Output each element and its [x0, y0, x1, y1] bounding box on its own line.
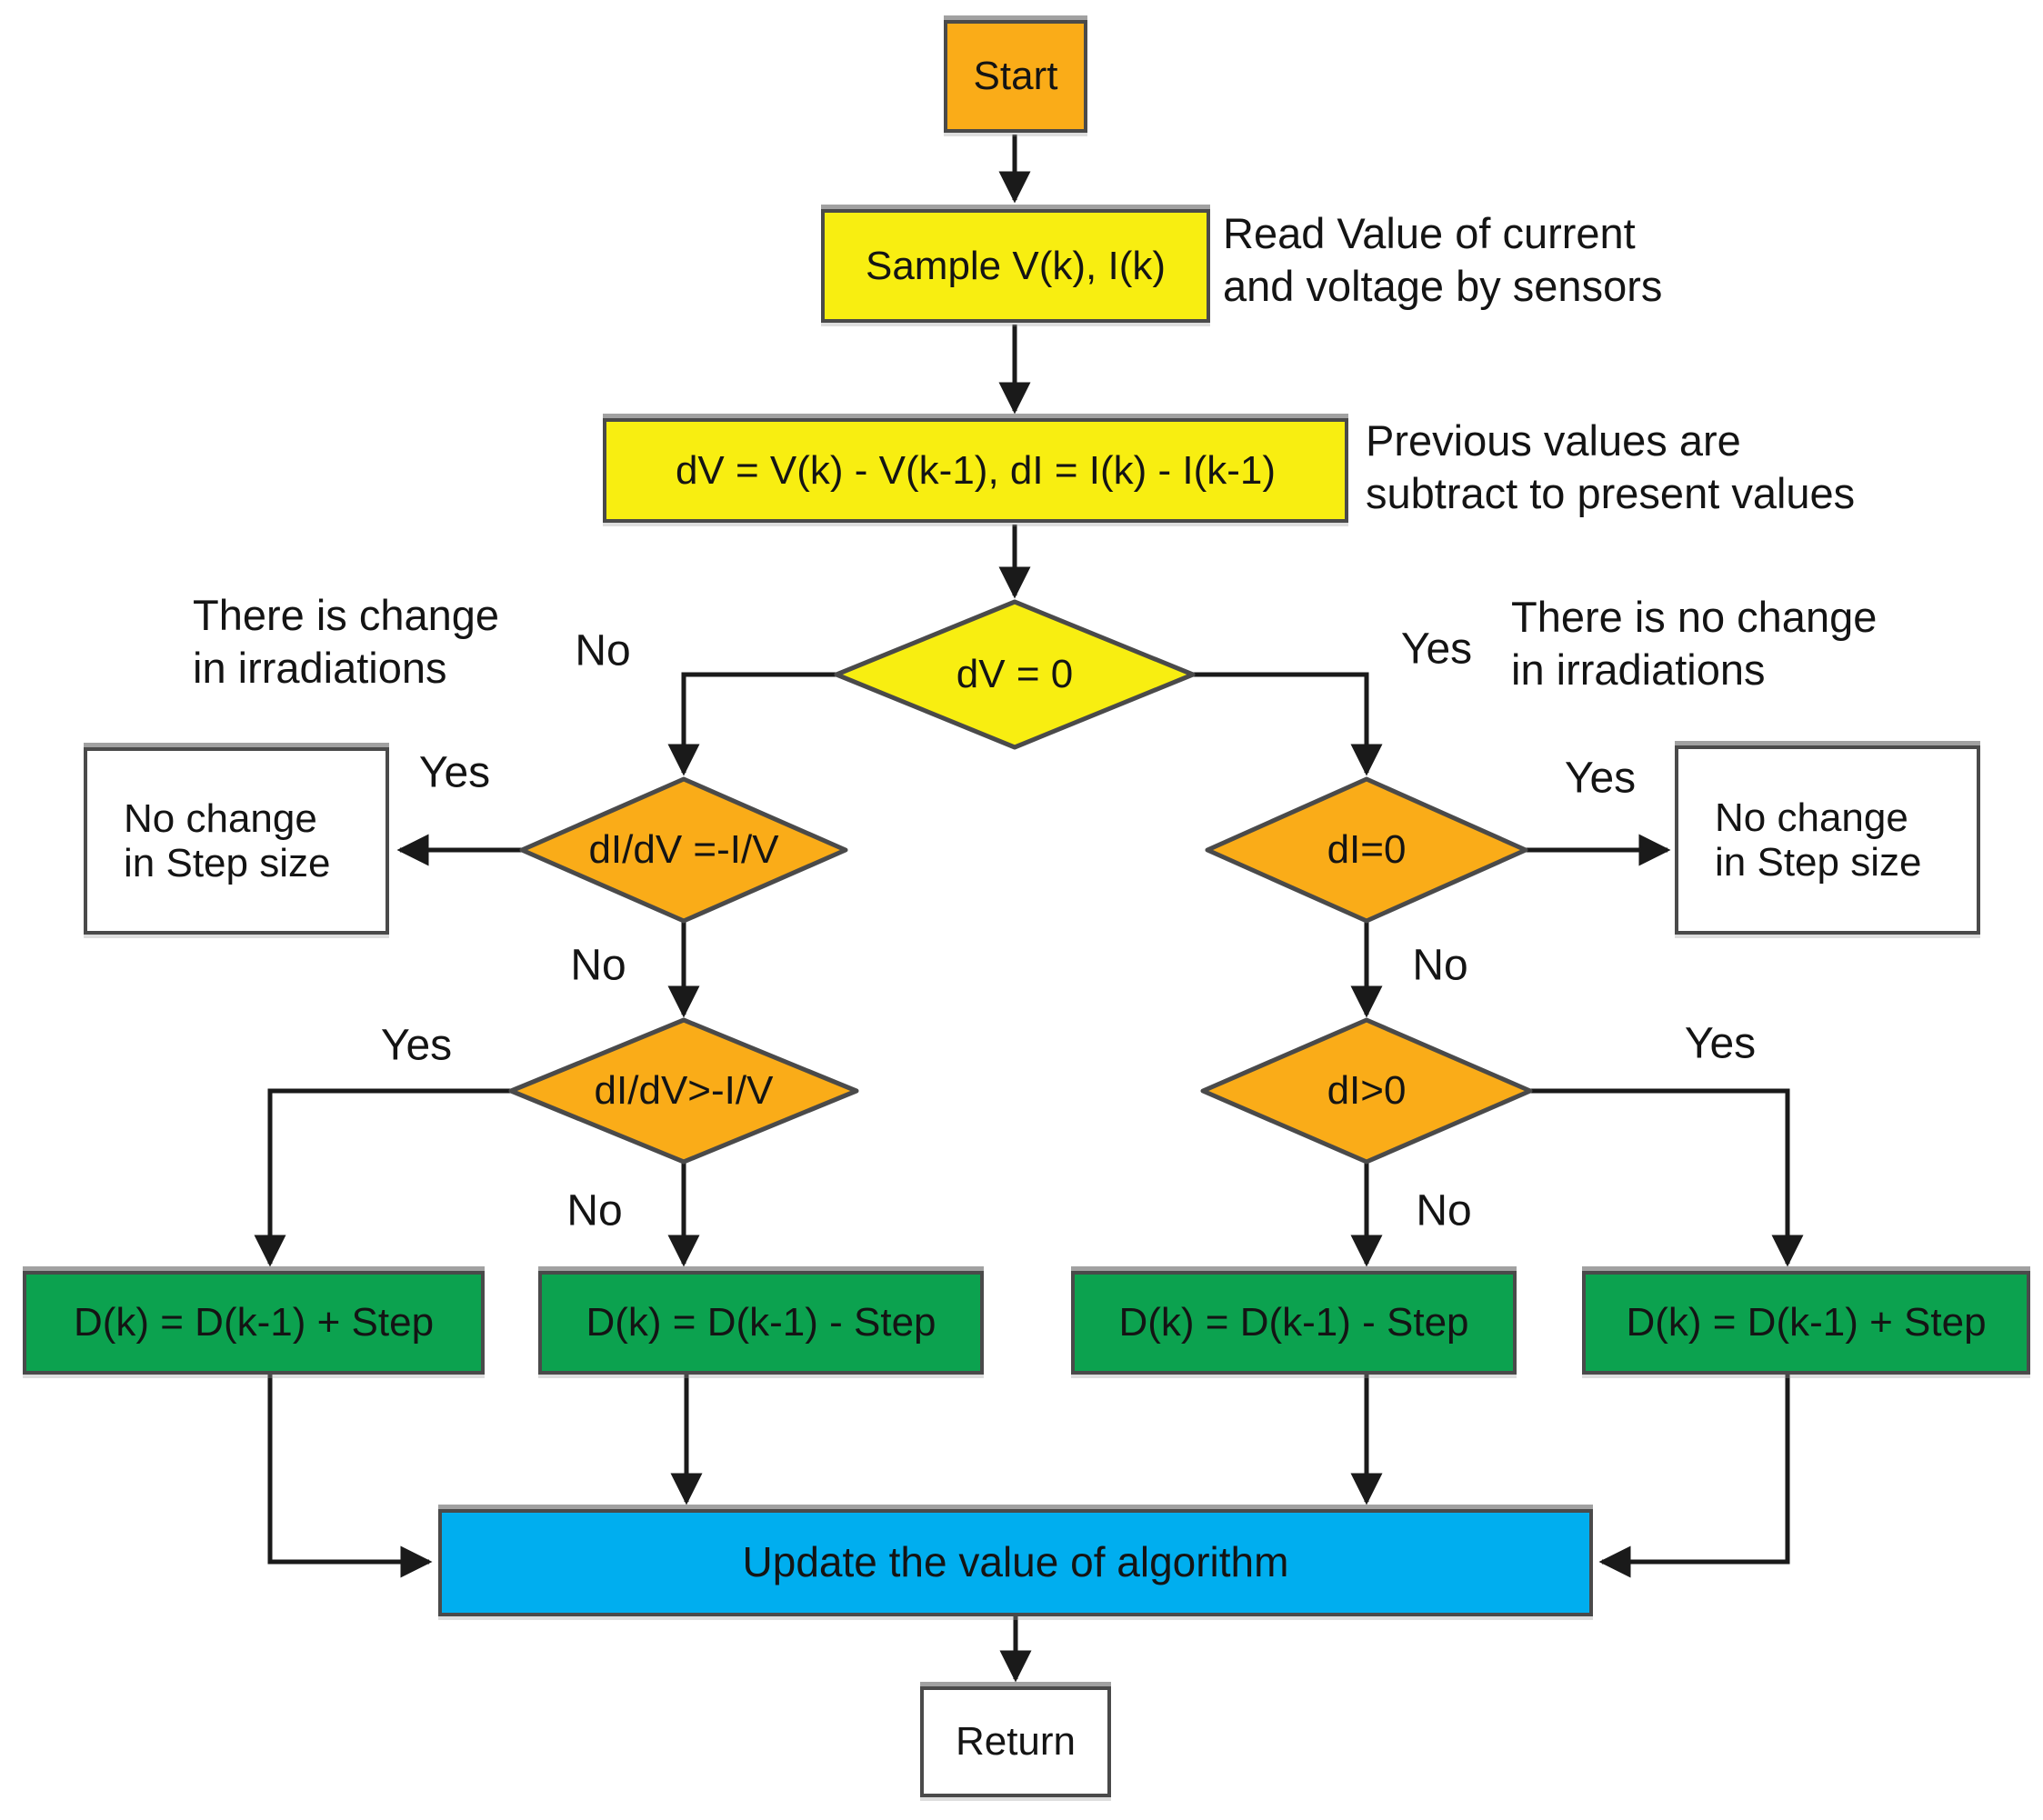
edge-didv-gt-yes — [254, 1088, 511, 1267]
edge-duty1-to-update — [267, 1375, 433, 1578]
duty-increase-right-node: D(k) = D(k-1) + Step — [1582, 1271, 2030, 1375]
start-node: Start — [944, 20, 1087, 133]
annotation-change-irradiations: There is change in irradiations — [193, 589, 499, 695]
no-change-left-line1: No change — [124, 795, 317, 841]
no-change-step-left-node: No change in Step size — [84, 747, 389, 935]
annotation-read-values-line1: Read Value of current — [1223, 209, 1636, 257]
didv-gt-decision — [508, 1017, 859, 1165]
annotation-read-values-line2: and voltage by sensors — [1223, 262, 1663, 311]
dv-zero-no-label: No — [575, 626, 631, 675]
duty-decrease-left-node: D(k) = D(k-1) - Step — [538, 1271, 984, 1375]
didv-eq-no-label: No — [570, 941, 626, 990]
duty-increase-left-node: D(k) = D(k-1) + Step — [23, 1271, 485, 1375]
annotation-previous-values-line1: Previous values are — [1366, 416, 1741, 465]
no-change-step-right-node: No change in Step size — [1675, 745, 1980, 935]
di-gt-label: dI>0 — [1327, 1068, 1407, 1113]
di-zero-no-label: No — [1412, 941, 1468, 990]
dv-zero-yes-label: Yes — [1400, 625, 1473, 674]
no-change-right-line1: No change — [1715, 795, 1908, 840]
di-gt-yes-label: Yes — [1684, 1019, 1757, 1068]
annotation-previous-values-line2: subtract to present values — [1366, 469, 1856, 518]
di-zero-label: dI=0 — [1327, 827, 1407, 872]
update-algorithm-node: Update the value of algorithm — [438, 1509, 1593, 1616]
di-gt-decision — [1200, 1017, 1533, 1165]
annotation-previous-values: Previous values are subtract to present … — [1366, 415, 1855, 521]
no-change-left-line2: in Step size — [124, 841, 331, 885]
edge-dv-zero-no — [667, 672, 836, 776]
duty-decrease-right-node: D(k) = D(k-1) - Step — [1071, 1271, 1517, 1375]
return-node: Return — [920, 1686, 1111, 1797]
di-zero-yes-label: Yes — [1564, 754, 1637, 803]
delta-calculation-node: dV = V(k) - V(k-1), dI = I(k) - I(k-1) — [603, 418, 1348, 523]
sample-node: Sample V(k), I(k) — [821, 209, 1210, 323]
dv-zero-decision — [834, 599, 1196, 750]
no-change-right-line2: in Step size — [1715, 840, 1922, 885]
didv-eq-yes-label: Yes — [418, 748, 491, 797]
didv-gt-yes-label: Yes — [380, 1021, 453, 1070]
annotation-no-change-irradiations-line2: in irradiations — [1511, 645, 1766, 695]
didv-gt-label: dI/dV>-I/V — [594, 1068, 774, 1113]
didv-eq-decision — [519, 776, 848, 924]
di-zero-decision — [1205, 776, 1528, 924]
didv-gt-no-label: No — [566, 1186, 623, 1235]
edge-di-gt-yes — [1530, 1088, 1804, 1267]
edge-dv-zero-yes — [1193, 672, 1383, 776]
annotation-change-irradiations-line1: There is change — [193, 591, 500, 639]
edge-duty4-to-update — [1598, 1375, 1790, 1578]
annotation-change-irradiations-line2: in irradiations — [193, 644, 447, 693]
annotation-read-values: Read Value of current and voltage by sen… — [1223, 207, 1662, 314]
dv-zero-label: dV = 0 — [956, 652, 1074, 696]
di-gt-no-label: No — [1416, 1186, 1472, 1235]
didv-eq-label: dI/dV =-I/V — [588, 827, 779, 872]
annotation-no-change-irradiations-line1: There is no change — [1511, 593, 1878, 641]
annotation-no-change-irradiations: There is no change in irradiations — [1511, 591, 1877, 697]
